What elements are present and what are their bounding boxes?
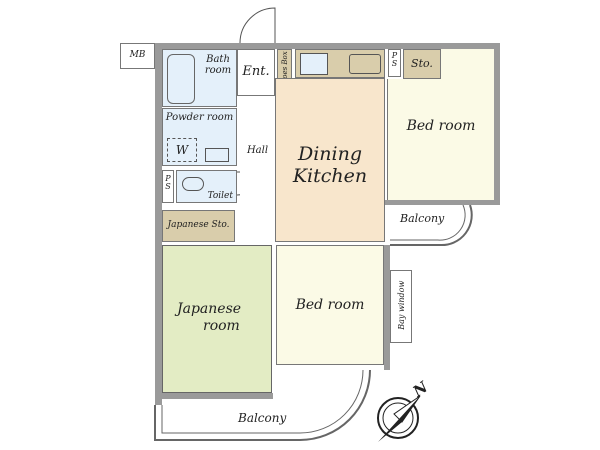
ps-left-label: P S xyxy=(165,174,171,192)
powder-label: Powder room xyxy=(165,112,234,123)
bed-room-2: Bed room xyxy=(276,245,384,365)
kitchen-counter xyxy=(295,49,385,78)
balcony-bottom-edge xyxy=(154,369,371,441)
entrance: Ent. xyxy=(237,49,275,96)
japanese-room-label-1: Japanese xyxy=(177,301,242,317)
mb-label: MB xyxy=(129,50,146,60)
storage: Sto. xyxy=(403,49,441,79)
balcony-bottom-label: Balcony xyxy=(238,411,287,425)
japanese-room-label-2: room xyxy=(203,318,240,334)
japanese-storage: Japanese Sto. xyxy=(162,210,235,242)
balcony-right-label: Balcony xyxy=(400,212,445,225)
japanese-storage-label: Japanese Sto. xyxy=(167,220,230,230)
mb-box: MB xyxy=(120,43,155,69)
entrance-door xyxy=(239,7,276,44)
bathtub-icon xyxy=(167,54,195,104)
stove-icon xyxy=(300,53,328,75)
bay-window-label: Bay window xyxy=(396,280,406,330)
hall-label: Hall xyxy=(246,145,269,156)
balcony-bottom-inner-edge xyxy=(161,369,364,434)
hall: Hall xyxy=(240,96,275,245)
washbasin-icon xyxy=(205,148,229,162)
entrance-label: Ent. xyxy=(242,64,270,79)
washer-space: W xyxy=(167,138,197,162)
wall-left xyxy=(155,43,162,405)
balcony-right-inner-edge xyxy=(390,204,466,241)
pipe-space-left: P S xyxy=(162,170,174,203)
bedroom-1-label: Bed room xyxy=(406,118,476,134)
bed-room-1: Bed room xyxy=(387,79,494,200)
bath-room: Bath room xyxy=(162,49,237,107)
bed-room-1-upper xyxy=(441,49,494,79)
bay-window: Bay window xyxy=(390,270,412,343)
kitchen-label: Kitchen xyxy=(292,165,368,187)
japanese-room: Japanese room xyxy=(162,245,272,393)
wall-balcony xyxy=(384,200,500,205)
storage-label: Sto. xyxy=(411,57,433,70)
bedroom-2-label: Bed room xyxy=(295,297,365,313)
wall-bottom xyxy=(155,393,273,399)
toilet-label: Toilet xyxy=(207,191,233,201)
north-compass-icon xyxy=(377,395,421,442)
pipe-space-top: P S xyxy=(388,49,401,77)
wall-right xyxy=(494,43,500,205)
powder-room: Powder room W xyxy=(162,108,237,166)
dining-kitchen: Dining Kitchen xyxy=(275,78,385,242)
washer-label: W xyxy=(175,143,189,157)
wall-bedroom-2 xyxy=(384,245,390,370)
ps-label: P S xyxy=(391,51,398,69)
dining-label: Dining xyxy=(297,143,363,165)
balcony-right-edge xyxy=(390,204,473,247)
wall-top xyxy=(155,43,500,49)
bath-label: Bath room xyxy=(204,54,232,76)
toilet-icon xyxy=(182,177,204,191)
toilet: Toilet xyxy=(176,170,237,203)
sink-icon xyxy=(349,54,381,74)
